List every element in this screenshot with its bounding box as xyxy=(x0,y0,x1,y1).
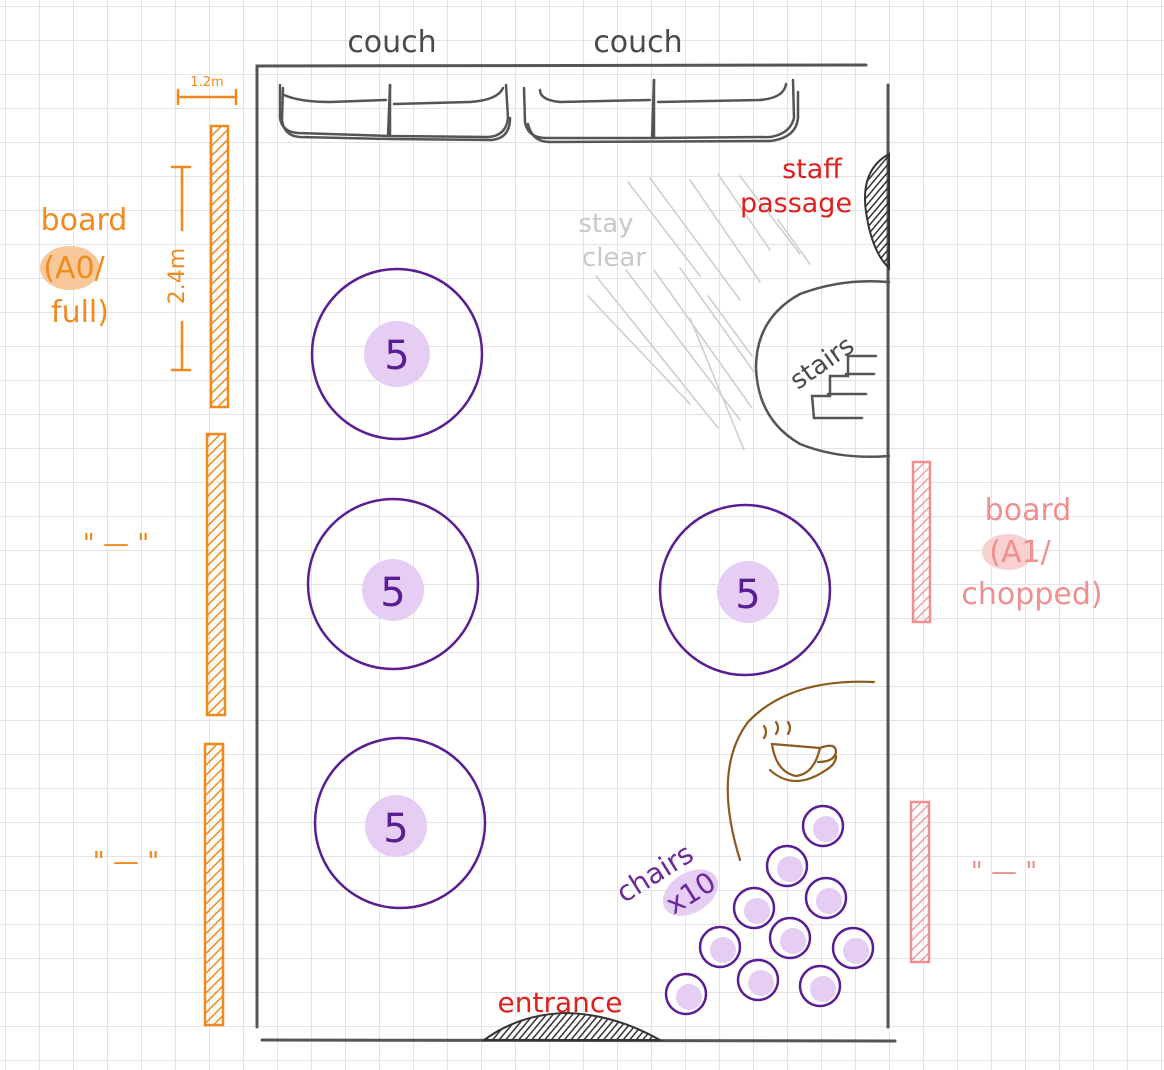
chairs-stack xyxy=(664,804,875,1016)
dimension-height-label: 2.4m xyxy=(165,248,190,304)
table-3-seats: 5 xyxy=(735,572,760,618)
table-2-seats: 5 xyxy=(380,570,405,616)
chairs-label: chairs x10 xyxy=(610,837,721,921)
chair xyxy=(732,886,776,930)
ditto-mark-left-2: " — " xyxy=(83,529,149,559)
chair xyxy=(804,876,848,920)
chair xyxy=(801,804,845,848)
board-left-2 xyxy=(205,432,227,717)
staff-passage-label-line1: staff xyxy=(782,154,843,185)
staff-passage-label-line2: passage xyxy=(740,188,852,219)
ditto-mark-left-3: " — " xyxy=(93,847,159,877)
chair xyxy=(698,925,742,969)
board-right-label-line2: (A1/ xyxy=(989,535,1051,570)
board-right-1 xyxy=(911,460,932,624)
couch-left xyxy=(278,83,512,142)
coffee-cup-icon xyxy=(762,720,838,782)
staff-passage-door xyxy=(864,152,890,271)
boards-right xyxy=(909,460,932,964)
chair xyxy=(736,958,780,1002)
table-1: 5 xyxy=(310,267,484,441)
chair xyxy=(664,972,708,1016)
board-right-label-line3: chopped) xyxy=(961,577,1102,612)
board-left-1 xyxy=(209,124,230,409)
coffee-corner-arc xyxy=(726,680,876,862)
chair xyxy=(765,844,809,888)
dimension-width-label: 1.2m xyxy=(190,75,223,90)
board-left-3 xyxy=(203,742,225,1027)
stay-clear-label-line1: stay xyxy=(578,209,633,239)
entrance-label: entrance xyxy=(498,986,623,1019)
dimension-markers xyxy=(170,88,238,372)
stairs-area xyxy=(754,279,891,459)
board-right-label-line1: board xyxy=(985,493,1072,528)
ditto-mark-right-2: " — " xyxy=(971,857,1037,887)
board-left-label-line2: (A0/ xyxy=(43,251,105,286)
board-right-2 xyxy=(909,800,931,964)
board-left-label-line1: board xyxy=(41,203,128,238)
chair xyxy=(831,926,875,970)
boards-left xyxy=(203,124,230,1027)
couch-left-label: couch xyxy=(347,25,436,60)
couch-right-label: couch xyxy=(593,25,682,60)
chair xyxy=(798,964,842,1008)
table-3: 5 xyxy=(658,503,832,677)
board-left-highlight xyxy=(40,246,100,290)
board-left-label-line3: full) xyxy=(51,295,109,330)
entrance-mat xyxy=(480,1011,664,1041)
stay-clear-label-line2: clear xyxy=(582,243,646,273)
table-4: 5 xyxy=(313,736,487,910)
table-1-seats: 5 xyxy=(384,333,409,379)
couch-right xyxy=(522,78,800,144)
chair xyxy=(768,916,812,960)
stay-clear-zone xyxy=(587,173,811,451)
table-2: 5 xyxy=(306,497,480,671)
table-4-seats: 5 xyxy=(383,806,408,852)
board-right-highlight xyxy=(982,534,1034,570)
